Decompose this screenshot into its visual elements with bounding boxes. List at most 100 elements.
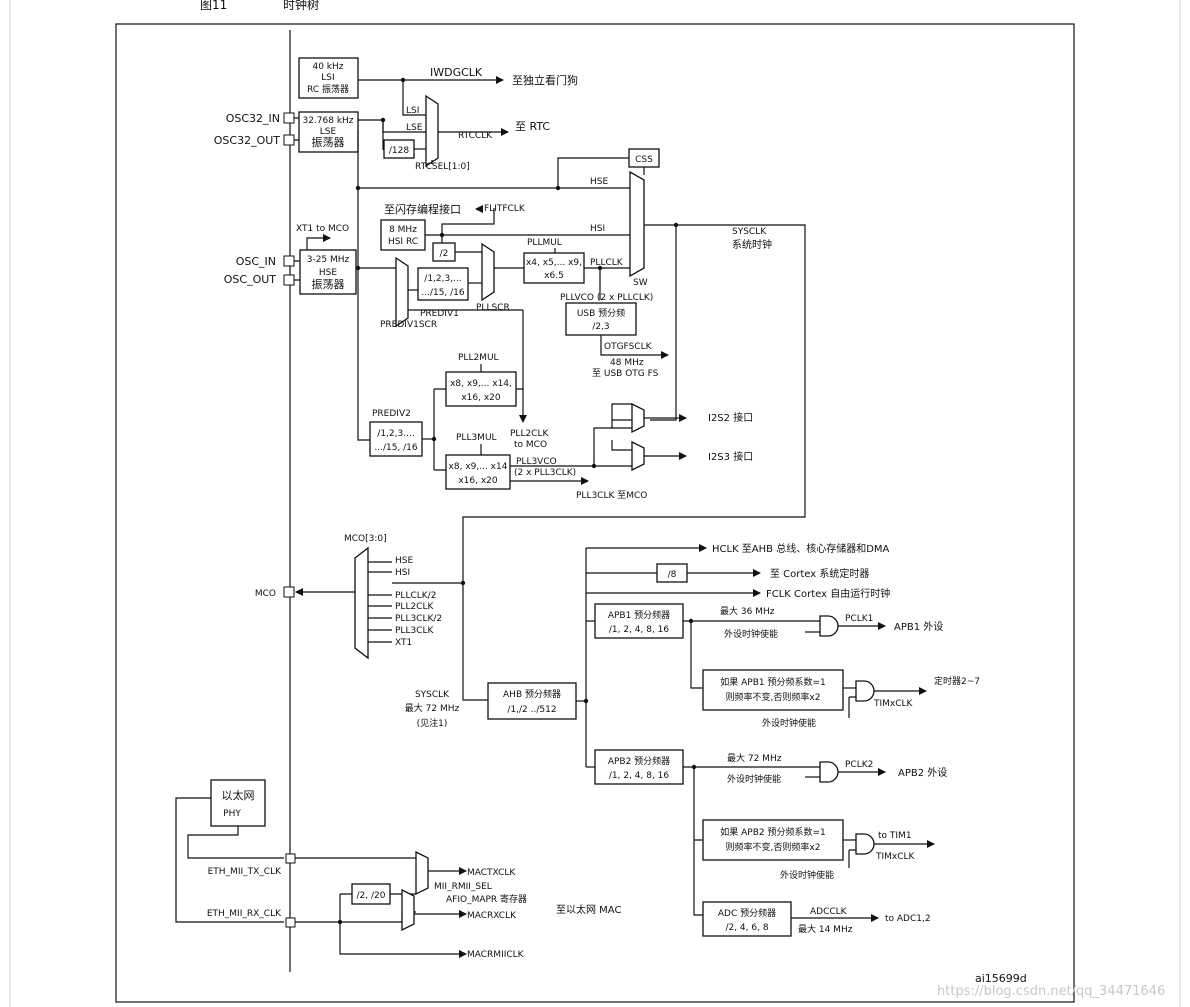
svg-text:(2 x PLL3CLK): (2 x PLL3CLK) <box>514 468 576 478</box>
rtc-mux <box>425 94 439 168</box>
css-block: CSS <box>628 148 660 168</box>
svg-text:PCLK1: PCLK1 <box>845 614 873 624</box>
svg-text:ADCCLK: ADCCLK <box>810 907 848 917</box>
pllscr-mux <box>481 242 495 302</box>
cortex-timer-label: 至 Cortex 系统定时器 <box>770 567 869 580</box>
svg-text:3-25 MHz: 3-25 MHz <box>307 255 350 265</box>
osc32-out-pin: OSC32_OUT <box>214 134 295 147</box>
svg-text:SYSCLK: SYSCLK <box>415 690 450 700</box>
svg-text:TIMxCLK: TIMxCLK <box>875 852 916 862</box>
svg-text:OSC32_IN: OSC32_IN <box>226 112 280 125</box>
svg-text:PREDIV2: PREDIV2 <box>372 409 411 419</box>
svg-text:PLLCLK/2: PLLCLK/2 <box>395 591 436 601</box>
svg-text:OSC32_OUT: OSC32_OUT <box>214 134 281 147</box>
osc-in-pin: OSC_IN <box>236 255 295 268</box>
svg-text:OSC_OUT: OSC_OUT <box>224 273 277 286</box>
svg-text:PLLMUL: PLLMUL <box>527 238 562 248</box>
svg-text:AFIO_MAPR 寄存器: AFIO_MAPR 寄存器 <box>446 893 527 905</box>
adc-prescaler: ADC 预分频器 /2, 4, 6, 8 <box>702 901 792 937</box>
to-iwdg-label: 至独立看门狗 <box>512 73 578 87</box>
svg-text:x4, x5,... x9,: x4, x5,... x9, <box>526 258 582 268</box>
svg-text:PLL2CLK: PLL2CLK <box>395 602 434 612</box>
svg-text:如果 APB2 预分频系数=1: 如果 APB2 预分频系数=1 <box>720 826 825 838</box>
svg-text:OSC_IN: OSC_IN <box>236 255 276 268</box>
svg-text:PHY: PHY <box>223 809 241 819</box>
fclk-label: FCLK Cortex 自由运行时钟 <box>766 587 890 600</box>
mac-rx-mux <box>401 888 415 932</box>
svg-text:/2,3: /2,3 <box>592 322 609 332</box>
svg-text:外设时钟使能: 外设时钟使能 <box>780 869 834 881</box>
div2-20-block: /2, /20 <box>351 883 391 905</box>
div128-block: /128 <box>383 139 415 159</box>
svg-text:.../15, /16: .../15, /16 <box>421 288 465 298</box>
svg-text:LSE: LSE <box>320 127 337 137</box>
lsi-oscillator: 40 kHz LSI RC 振荡器 <box>298 57 359 99</box>
mac-tx-mux <box>415 850 429 896</box>
svg-text:x16, x20: x16, x20 <box>458 476 498 486</box>
apb2-and-gate <box>819 761 839 783</box>
svg-text:MACTXCLK: MACTXCLK <box>467 868 516 878</box>
svg-text:最大 14 MHz: 最大 14 MHz <box>798 923 853 935</box>
svg-text:则频率不变,否则频率x2: 则频率不变,否则频率x2 <box>726 691 821 703</box>
svg-text:MACRMIICLK: MACRMIICLK <box>467 950 525 960</box>
svg-text:HSE: HSE <box>590 177 608 187</box>
iwdgclk-label: IWDGCLK <box>430 66 483 79</box>
svg-text:48 MHz: 48 MHz <box>610 358 644 368</box>
svg-text:/1, 2, 4, 8, 16: /1, 2, 4, 8, 16 <box>609 625 670 635</box>
watermark: https://blog.csdn.net/qq_34471646 <box>937 984 1165 999</box>
svg-text:系统时钟: 系统时钟 <box>732 238 772 251</box>
svg-text:XT1: XT1 <box>395 638 412 648</box>
svg-text:to MCO: to MCO <box>514 440 547 450</box>
svg-text:/1,/2 ../512: /1,/2 ../512 <box>507 705 556 715</box>
div8-block: /8 <box>656 563 688 583</box>
svg-text:PLL2CLK: PLL2CLK <box>510 429 549 439</box>
i2s2-label: I2S2 接口 <box>708 411 753 424</box>
svg-text:PLLCLK: PLLCLK <box>590 258 624 268</box>
i2s3-label: I2S3 接口 <box>708 450 753 463</box>
mco-pin: MCO <box>255 586 295 599</box>
svg-text:8 MHz: 8 MHz <box>389 225 417 235</box>
svg-text:x8, x9,... x14,: x8, x9,... x14, <box>450 379 512 389</box>
svg-text:APB1 预分频器: APB1 预分频器 <box>608 609 670 621</box>
svg-text:.../15, /16: .../15, /16 <box>374 443 418 453</box>
osc-out-pin: OSC_OUT <box>224 273 295 286</box>
svg-text:HSI: HSI <box>395 568 410 578</box>
svg-text:ADC 预分频器: ADC 预分频器 <box>718 907 776 919</box>
svg-text:PLL3CLK 至MCO: PLL3CLK 至MCO <box>576 490 647 501</box>
svg-text:SYSCLK: SYSCLK <box>732 227 767 237</box>
apb2-multiplier-cond: 如果 APB2 预分频系数=1 则频率不变,否则频率x2 <box>702 819 844 861</box>
svg-text:PLL3CLK: PLL3CLK <box>395 626 434 636</box>
svg-text:(见注1): (见注1) <box>417 717 448 729</box>
svg-text:PLLSCR: PLLSCR <box>476 303 510 313</box>
svg-text:外设时钟使能: 外设时钟使能 <box>727 773 781 785</box>
svg-text:PLLVCO (2 x PLLCLK): PLLVCO (2 x PLLCLK) <box>560 293 653 303</box>
figure-title: 时钟树 <box>283 0 319 12</box>
svg-text:如果 APB1 预分频系数=1: 如果 APB1 预分频系数=1 <box>720 676 825 688</box>
svg-text:PREDIV1: PREDIV1 <box>420 309 459 319</box>
svg-text:SW: SW <box>633 278 648 288</box>
apb2-out-label: APB2 外设 <box>898 767 947 779</box>
svg-text:最大 72 MHz: 最大 72 MHz <box>727 752 782 764</box>
svg-text:PLL3MUL: PLL3MUL <box>456 433 497 443</box>
svg-text:RC 振荡器: RC 振荡器 <box>307 83 349 95</box>
svg-text:MII_RMII_SEL: MII_RMII_SEL <box>434 882 492 892</box>
eth-rx-pin: ETH_MII_RX_CLK <box>207 909 296 928</box>
svg-text:/1, 2, 4, 8, 16: /1, 2, 4, 8, 16 <box>609 771 670 781</box>
svg-text:CSS: CSS <box>635 155 653 165</box>
svg-text:RTCCLK: RTCCLK <box>458 131 493 141</box>
apb1-and-gate <box>819 615 839 637</box>
svg-text:LSI: LSI <box>406 106 419 116</box>
svg-text:PREDIV1SCR: PREDIV1SCR <box>380 320 437 330</box>
svg-text:HSI: HSI <box>590 224 605 234</box>
svg-text:LSE: LSE <box>406 123 423 133</box>
svg-text:x6.5: x6.5 <box>544 271 564 281</box>
osc32-in-pin: OSC32_IN <box>226 112 295 125</box>
svg-text:MACRXCLK: MACRXCLK <box>467 911 517 921</box>
svg-text:MCO[3:0]: MCO[3:0] <box>344 534 387 544</box>
svg-text:to TIM1: to TIM1 <box>878 831 912 841</box>
svg-text:32.768 kHz: 32.768 kHz <box>302 116 353 126</box>
svg-text:PLL2MUL: PLL2MUL <box>458 353 499 363</box>
svg-text:ETH_MII_RX_CLK: ETH_MII_RX_CLK <box>207 909 282 919</box>
svg-text:至 USB OTG FS: 至 USB OTG FS <box>592 368 659 379</box>
